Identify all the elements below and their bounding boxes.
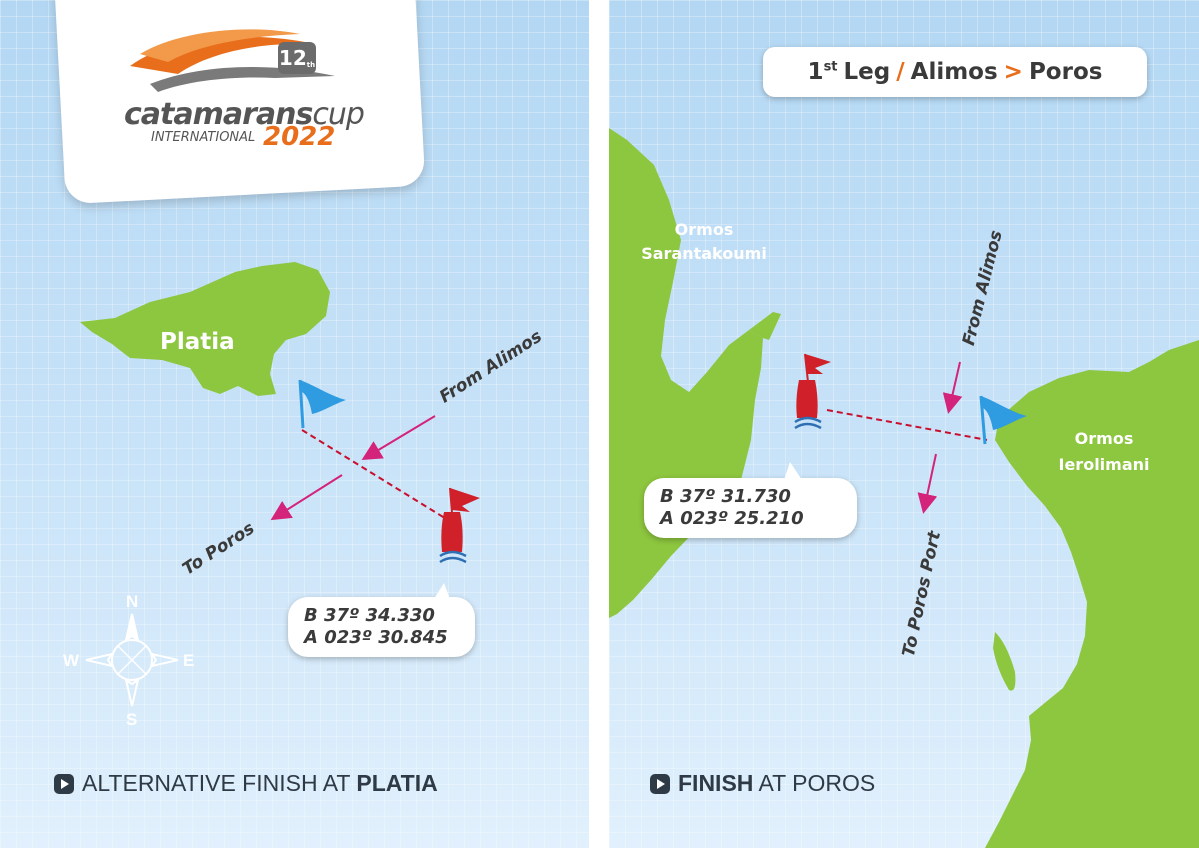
right-footer-caption: FINISH AT POROS xyxy=(650,770,875,797)
label-ormos-ierolimani: Ormos Ierolimani xyxy=(1058,429,1150,474)
coord-latitude: B 37º 34.330 xyxy=(304,605,435,626)
logo-year: 2022 xyxy=(263,122,336,152)
route-arrow-from-alimos xyxy=(942,361,963,414)
east-coast-landmass xyxy=(985,340,1199,848)
red-buoy-icon xyxy=(439,487,480,564)
compass-west: W xyxy=(63,651,80,670)
coord-longitude: A 023º 30.845 xyxy=(304,627,448,648)
play-square-icon xyxy=(54,773,74,794)
logo-subtitle: INTERNATIONAL xyxy=(151,130,256,145)
right-map-graphics xyxy=(609,128,1199,848)
panel-divider xyxy=(589,0,609,848)
buoy-coordinates-bubble: B 37º 31.730 A 023º 25.210 xyxy=(644,462,857,538)
route-arrow-to-poros-port xyxy=(917,453,938,514)
play-square-icon xyxy=(650,773,670,794)
route-arrow-from-alimos xyxy=(361,415,436,461)
blue-flag-icon xyxy=(979,395,1027,445)
compass-east: E xyxy=(183,651,195,670)
finish-line xyxy=(301,429,449,521)
west-coast-landmass xyxy=(609,128,763,618)
islet xyxy=(993,632,1016,691)
buoy-coordinates-bubble: B 37º 34.330 A 023º 30.845 xyxy=(288,583,475,657)
red-buoy-icon xyxy=(794,353,831,430)
compass-north: N xyxy=(126,592,139,611)
route-arrow-to-poros xyxy=(270,474,343,521)
west-coast-spur xyxy=(749,312,781,340)
compass-south: S xyxy=(126,710,138,729)
left-footer-caption: ALTERNATIVE FINISH AT PLATIA xyxy=(54,770,438,797)
island-label-platia: Platia xyxy=(160,329,235,355)
finish-line xyxy=(826,409,988,441)
coord-longitude: A 023º 25.210 xyxy=(660,508,804,529)
logo-wordmark: catamaranscup xyxy=(124,97,365,132)
blue-flag-icon xyxy=(298,379,346,429)
label-ormos-sarantakoumi: Ormos Sarantakoumi xyxy=(641,220,767,263)
right-map-panel: Ormos Sarantakoumi Ormos Ierolimani From… xyxy=(609,0,1199,848)
coord-latitude: B 37º 31.730 xyxy=(660,486,791,507)
platia-island xyxy=(80,262,330,396)
leg-header: 1st Leg / Alimos > Poros xyxy=(763,47,1147,97)
left-map-graphics xyxy=(80,262,480,707)
compass-rose-icon xyxy=(85,613,179,707)
